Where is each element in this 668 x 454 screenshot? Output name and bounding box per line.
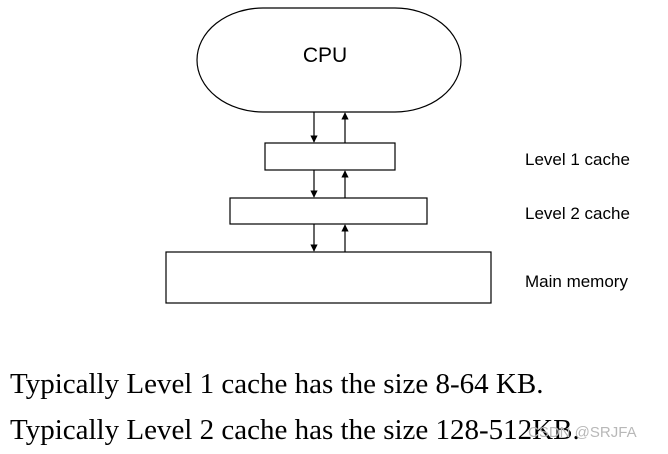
caption-l1-size: Typically Level 1 cache has the size 8-6… [10, 368, 544, 400]
cpu-label: CPU [303, 44, 347, 67]
level-1-cache-box [264, 142, 396, 171]
cpu-node [196, 7, 462, 113]
level-2-cache-box [229, 197, 428, 225]
level-1-cache-label: Level 1 cache [525, 150, 630, 169]
watermark: CSDN @SRJFA [528, 424, 637, 441]
caption-l2-size: Typically Level 2 cache has the size 128… [10, 414, 580, 446]
main-memory-label: Main memory [525, 272, 628, 291]
main-memory-box [165, 251, 492, 304]
level-2-cache-label: Level 2 cache [525, 204, 630, 223]
